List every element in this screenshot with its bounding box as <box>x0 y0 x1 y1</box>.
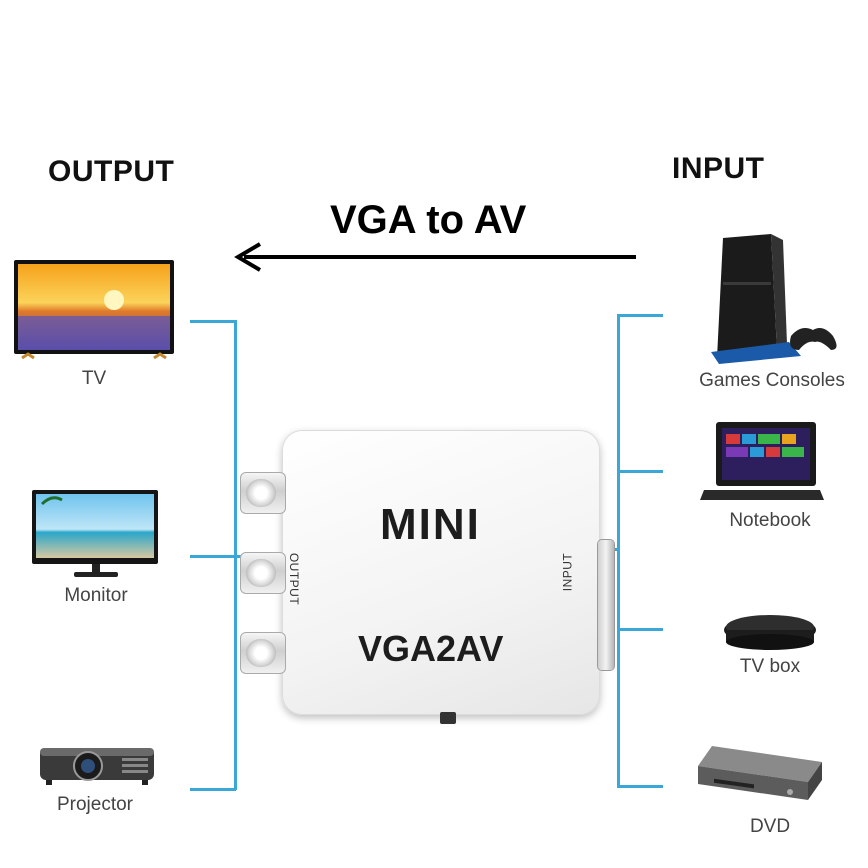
tv-icon <box>14 260 174 360</box>
converter-output-label: OUTPUT <box>287 552 302 606</box>
output-device-label-tv: TV <box>81 368 107 389</box>
converter-brand: MINI <box>380 500 481 549</box>
output-wire-projector <box>190 788 236 791</box>
input-device-label-tvbox: TV box <box>739 656 801 677</box>
converter-model: VGA2AV <box>358 628 504 669</box>
rca-output-port-2 <box>240 552 286 594</box>
output-heading: OUTPUT <box>48 155 175 188</box>
converter-body <box>282 430 600 715</box>
conversion-title: VGA to AV <box>330 198 527 242</box>
input-device-label-notebook: Notebook <box>729 510 811 531</box>
output-device-label-projector: Projector <box>56 794 134 815</box>
input-wire-console <box>617 314 663 317</box>
input-wire-tvbox <box>617 628 663 631</box>
output-wire-monitor <box>190 555 280 558</box>
projector-icon <box>40 748 154 785</box>
monitor-icon <box>32 490 158 577</box>
direction-arrow-icon <box>234 242 636 272</box>
tv-box-icon <box>724 615 816 650</box>
converter-input-label: INPUT <box>560 552 575 592</box>
input-wire-notebook <box>617 470 663 473</box>
input-heading: INPUT <box>672 152 765 185</box>
vga-input-port <box>598 540 614 670</box>
converter-switch <box>440 712 456 724</box>
notebook-icon <box>700 422 824 500</box>
rca-output-port-3 <box>240 632 286 674</box>
output-device-label-monitor: Monitor <box>64 585 128 606</box>
input-wire-dvd <box>617 785 663 788</box>
input-device-label-dvd: DVD <box>749 816 791 837</box>
input-device-label-console: Games Consoles <box>699 370 845 391</box>
dvd-player-icon <box>698 746 822 800</box>
rca-output-port-1 <box>240 472 286 514</box>
game-console-icon <box>711 234 837 364</box>
output-wire-tv <box>190 320 236 323</box>
